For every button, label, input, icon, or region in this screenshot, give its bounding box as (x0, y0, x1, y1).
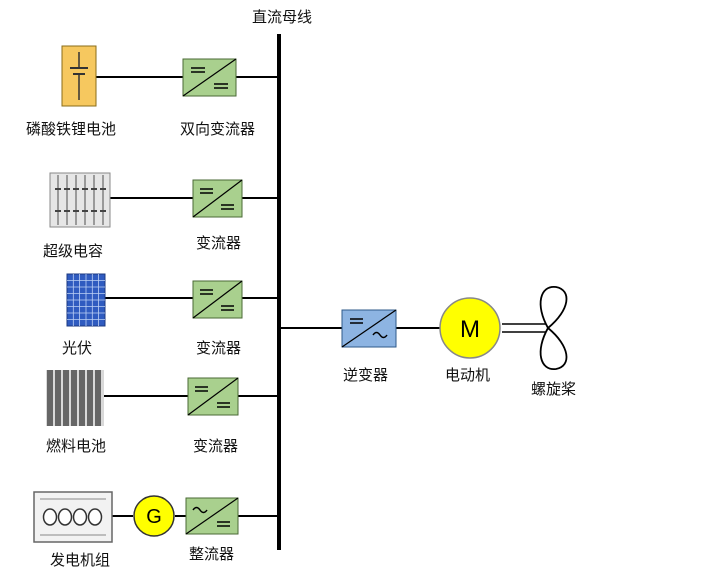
inverter-label: 逆变器 (343, 366, 389, 384)
fuel-cell-label: 燃料电池 (46, 437, 107, 455)
battery-label: 磷酸铁锂电池 (26, 120, 117, 138)
propeller-label: 螺旋桨 (531, 380, 577, 398)
supercapacitor-icon (49, 172, 111, 228)
fuel-cell-icon (46, 370, 104, 426)
generator-icon: G (133, 495, 175, 537)
engine-icon (33, 491, 113, 543)
motor-shaft (502, 323, 546, 333)
dc-dc-converter-icon (182, 58, 237, 97)
dc-dc-converter-icon (192, 280, 243, 319)
generator-symbol: G (146, 506, 162, 528)
supercapacitor-label: 超级电容 (43, 242, 104, 260)
fuel-cell-converter-label: 变流器 (193, 437, 239, 455)
genset-label: 发电机组 (50, 551, 111, 569)
dc-dc-converter-icon (192, 179, 243, 218)
rectifier-label: 整流器 (189, 545, 235, 563)
rectifier-icon (185, 497, 239, 535)
pv-converter-label: 变流器 (196, 339, 242, 357)
battery-icon (61, 45, 97, 107)
dc-dc-converter-icon (187, 377, 239, 416)
motor-label: 电动机 (445, 366, 491, 384)
solar-panel-icon (66, 273, 106, 327)
propeller-icon (539, 286, 568, 370)
battery-converter-label: 双向变流器 (180, 120, 256, 138)
supercapacitor-converter-label: 变流器 (196, 234, 242, 252)
pv-label: 光伏 (62, 339, 93, 357)
motor-symbol: M (460, 316, 480, 343)
motor-icon: M (439, 297, 501, 359)
inverter-icon (341, 309, 397, 348)
connection-lines (96, 76, 440, 517)
dc-bus-label: 直流母线 (252, 8, 313, 26)
